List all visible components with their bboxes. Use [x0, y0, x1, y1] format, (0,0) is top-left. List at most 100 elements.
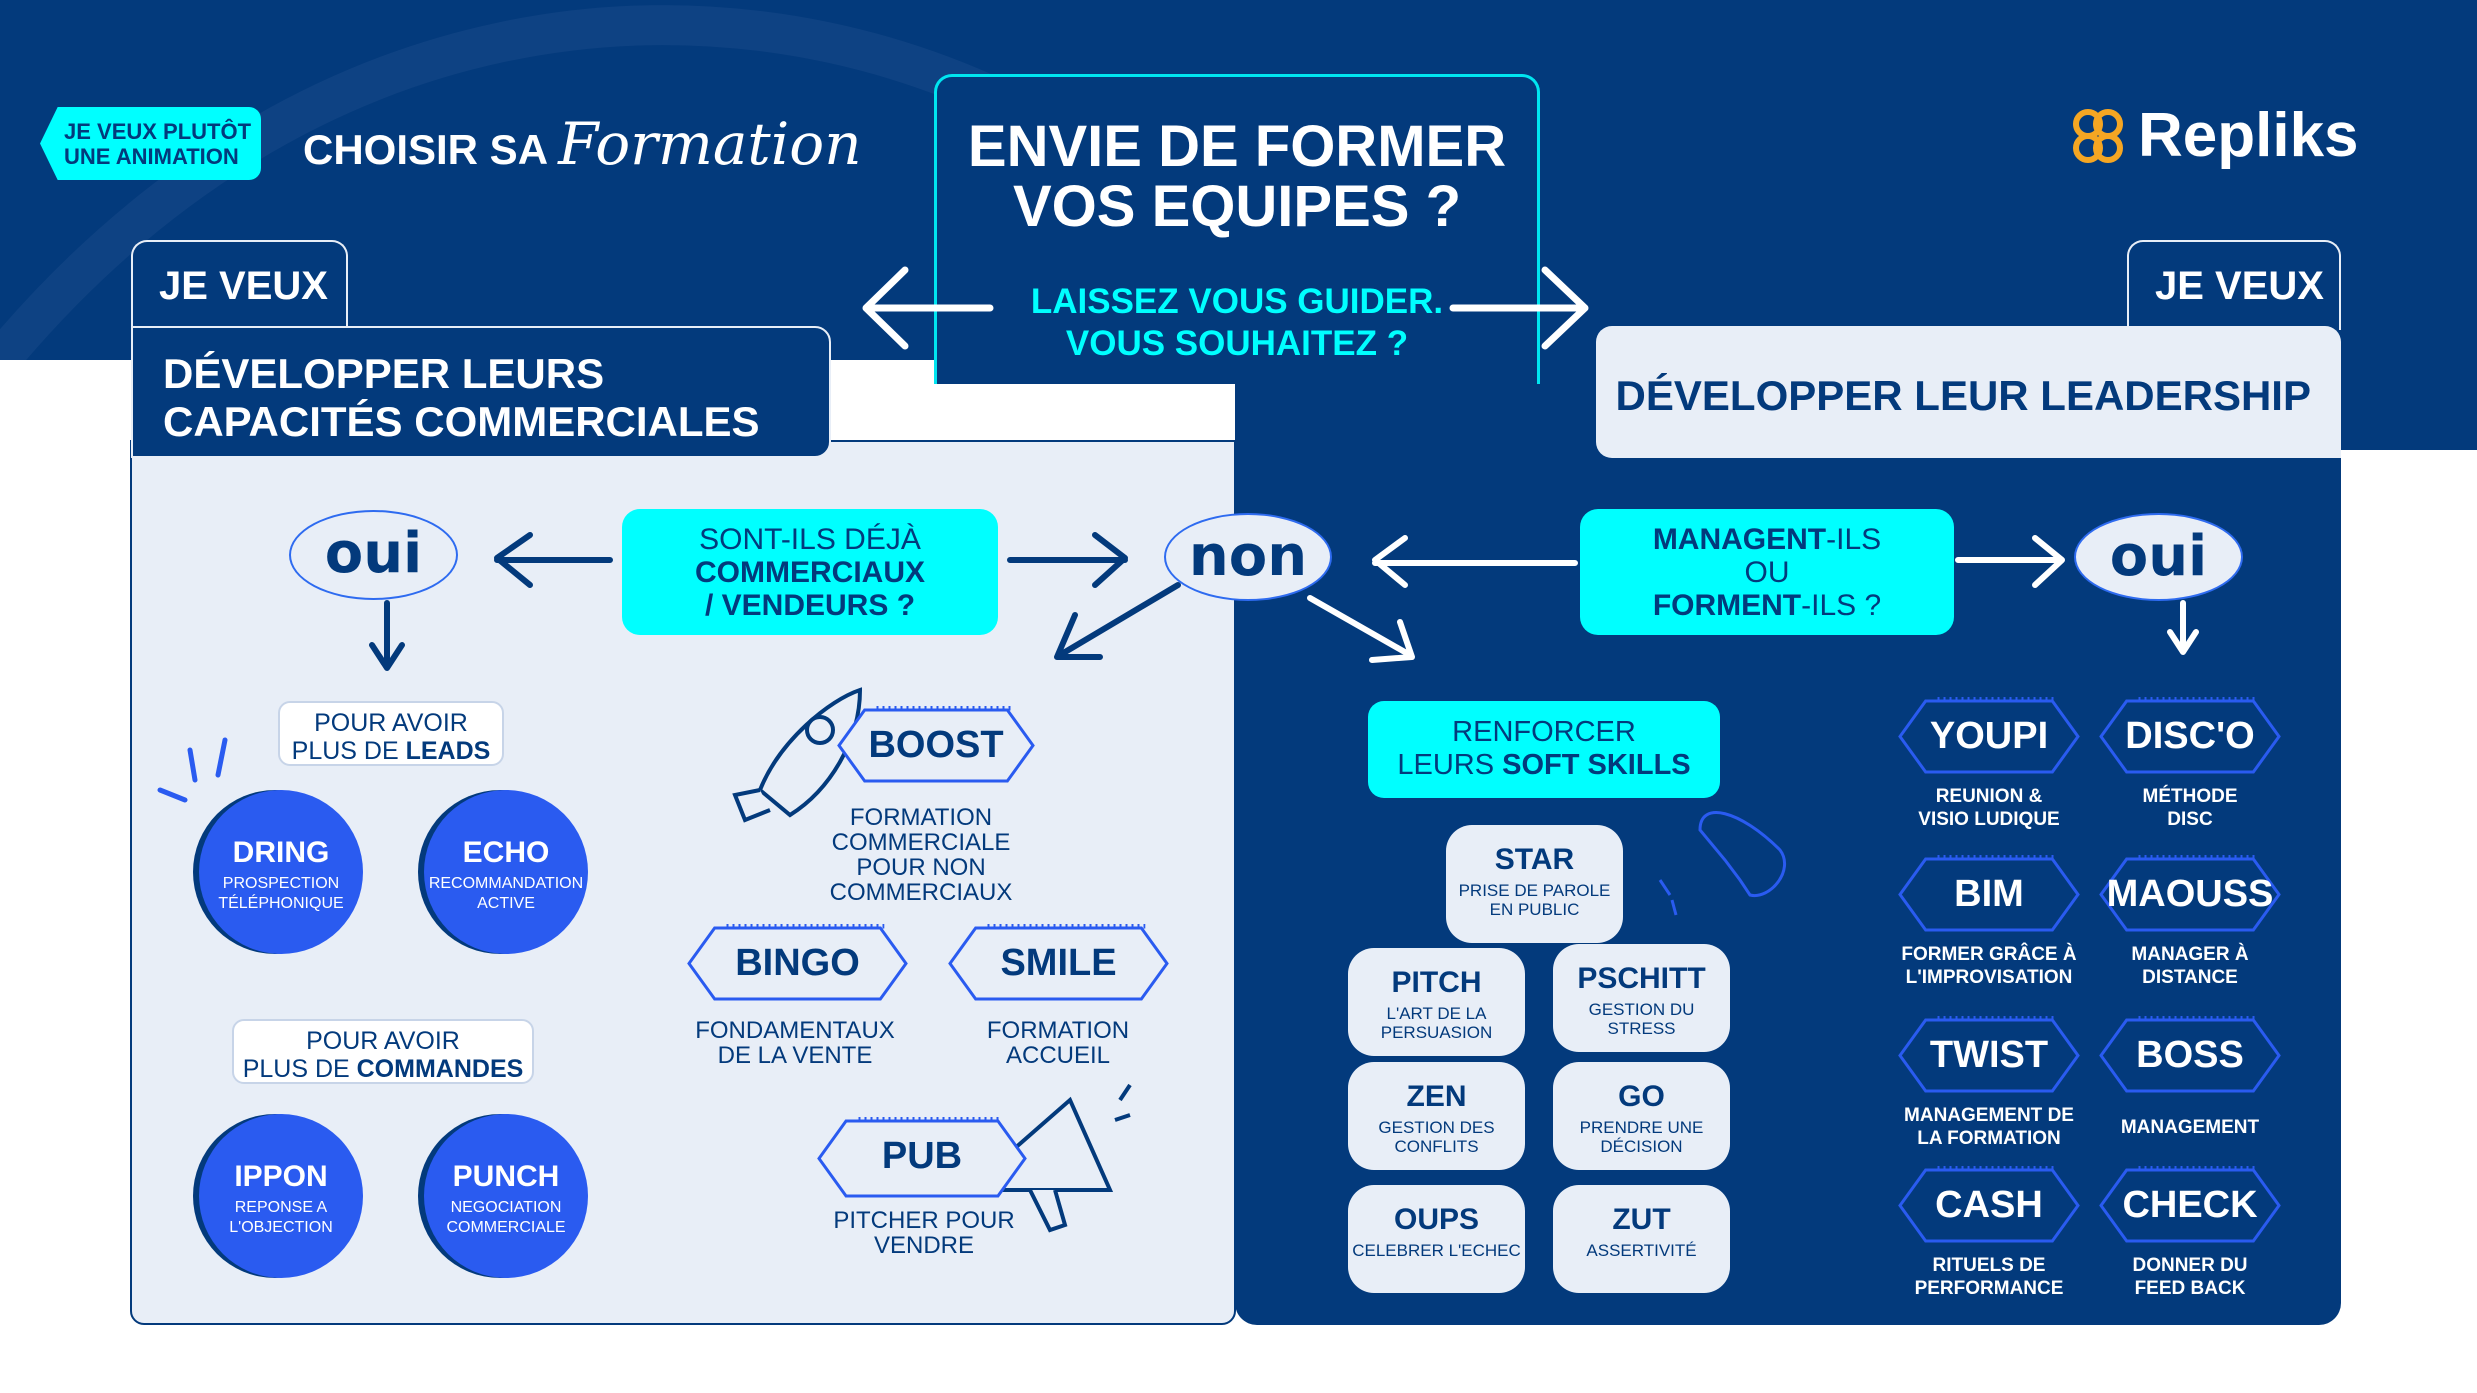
- training-hex-maouss[interactable]: MAOUSS: [2099, 855, 2281, 934]
- rocket-icon: [732, 687, 863, 823]
- card-subtitle: PRISE DE PAROLE EN PUBLIC: [1458, 881, 1611, 919]
- training-hex-cash[interactable]: CASH: [1898, 1166, 2080, 1245]
- soft-skill-card-go[interactable]: GO PRENDRE UNE DÉCISION: [1553, 1062, 1730, 1170]
- soft-skill-card-zen[interactable]: ZEN GESTION DES CONFLITS: [1348, 1062, 1525, 1170]
- hex-badge-shape: [2099, 1016, 2281, 1093]
- soft-skill-card-pitch[interactable]: PITCH L'ART DE LA PERSUASION: [1348, 948, 1525, 1056]
- training-subtitle: PROSPECTION TÉLÉPHONIQUE: [218, 875, 344, 912]
- hex-badge-shape: [817, 1117, 1027, 1198]
- hex-badge-shape: [837, 706, 1035, 783]
- hex-badge-shape: [1898, 855, 2080, 932]
- hex-title: CASH: [1935, 1184, 2043, 1226]
- question-line: -ILS ?: [1801, 589, 1882, 622]
- card-title: PSCHITT: [1577, 962, 1706, 995]
- card-subtitle: GESTION DES CONFLITS: [1378, 1118, 1495, 1156]
- training-title: IPPON: [234, 1160, 328, 1193]
- training-hex-check[interactable]: CHECK: [2099, 1166, 2281, 1245]
- card-title: GO: [1618, 1080, 1665, 1113]
- hex-title: SMILE: [1000, 942, 1117, 984]
- training-circle-0[interactable]: DRING PROSPECTION TÉLÉPHONIQUE: [199, 790, 363, 954]
- training-subtitle: NEGOCIATION COMMERCIALE: [446, 1199, 566, 1236]
- left-tab[interactable]: JE VEUX: [131, 240, 348, 330]
- hex-badge-shape: [1898, 697, 2080, 774]
- hex-description: MANAGEMENT: [2120, 1117, 2260, 1138]
- hex-badge-shape: [2099, 855, 2281, 932]
- hex-description: REUNION &: [1935, 786, 2043, 807]
- card-subtitle: L'ART DE LA PERSUASION: [1380, 1004, 1493, 1042]
- question-line: COMMERCIAUX: [695, 556, 925, 589]
- training-hex-boost[interactable]: BOOST: [837, 706, 1035, 785]
- hex-description: COMMERCIALE: [831, 829, 1011, 856]
- right-oui-bubble[interactable]: oui: [2074, 513, 2243, 601]
- hex-description: FORMATION: [986, 1017, 1130, 1044]
- animation-chip-button[interactable]: JE VEUX PLUTÔT UNE ANIMATION: [40, 107, 261, 180]
- center-subtitle-line1: LAISSEZ VOUS GUIDER.: [1030, 282, 1444, 321]
- hex-description: VISIO LUDIQUE: [1918, 809, 2060, 830]
- card-title: PITCH: [1391, 966, 1482, 999]
- label-line: RENFORCER: [1452, 716, 1636, 748]
- hex-description: LA FORMATION: [1917, 1128, 2061, 1149]
- hex-badge-shape: [1898, 1166, 2080, 1243]
- hex-description: DONNER DU: [2132, 1255, 2248, 1276]
- training-hex-twist[interactable]: TWIST: [1898, 1016, 2080, 1095]
- hex-badge-shape: [2099, 697, 2281, 774]
- hex-badge-shape: [687, 924, 908, 1001]
- hex-description: FEED BACK: [2134, 1278, 2246, 1299]
- left-oui-bubble[interactable]: oui: [289, 510, 458, 600]
- arrow-icon: [1307, 535, 2199, 663]
- hex-description: ACCUEIL: [1005, 1042, 1111, 1069]
- hex-description: VENDRE: [873, 1232, 975, 1259]
- card-title: ZUT: [1612, 1203, 1671, 1236]
- arrow-icon: [369, 532, 1181, 671]
- hex-description: PERFORMANCE: [1914, 1278, 2064, 1299]
- card-title: OUPS: [1393, 1203, 1480, 1236]
- label-line: LEURS: [1397, 749, 1503, 781]
- hex-description: MÉTHODE: [2142, 786, 2238, 807]
- brand-prefix: CHOISIR SA: [303, 126, 547, 173]
- card-subtitle: PRENDRE UNE DÉCISION: [1579, 1118, 1704, 1156]
- training-hex-smile[interactable]: SMILE: [948, 924, 1169, 1003]
- hex-description: COMMERCIAUX: [829, 879, 1013, 906]
- training-title: DRING: [232, 836, 330, 869]
- logo-text: Repliks: [2138, 101, 2359, 170]
- label-line: SOFT SKILLS: [1502, 749, 1691, 781]
- hex-title: CHECK: [2122, 1184, 2258, 1226]
- left-header: DÉVELOPPER LEURS CAPACITÉS COMMERCIALES: [131, 326, 831, 458]
- training-hex-disco[interactable]: DISC'O: [2099, 697, 2281, 776]
- training-hex-youpi[interactable]: YOUPI: [1898, 697, 2080, 776]
- training-hex-pub[interactable]: PUB: [817, 1117, 1027, 1200]
- hex-title: BOSS: [2136, 1034, 2244, 1076]
- hex-title: DISC'O: [2125, 715, 2255, 757]
- right-header: DÉVELOPPER LEUR LEADERSHIP: [1596, 326, 2341, 458]
- hex-title: YOUPI: [1929, 715, 2049, 757]
- right-tab[interactable]: JE VEUX: [2127, 240, 2341, 330]
- hex-description: MANAGER À: [2131, 944, 2249, 965]
- brand-script: Formation: [558, 110, 862, 178]
- label-line: POUR AVOIR: [306, 1027, 460, 1055]
- hex-badge-shape: [2099, 1166, 2281, 1243]
- training-hex-boss[interactable]: BOSS: [2099, 1016, 2281, 1095]
- non-bubble[interactable]: non: [1164, 513, 1332, 601]
- arrow-icon: [862, 266, 1589, 350]
- card-title: ZEN: [1406, 1080, 1467, 1113]
- training-hex-bingo[interactable]: BINGO: [687, 924, 908, 1003]
- hex-title: PUB: [881, 1135, 963, 1177]
- training-title: ECHO: [462, 836, 550, 869]
- training-hex-bim[interactable]: BIM: [1898, 855, 2080, 934]
- center-title-line1: ENVIE DE FORMER: [967, 114, 1507, 179]
- hex-description: DISC: [2167, 809, 2213, 830]
- speech-bubble-icon: [1658, 811, 1787, 916]
- hex-description: FORMATION: [849, 804, 993, 831]
- hex-badge-shape: [948, 924, 1169, 1001]
